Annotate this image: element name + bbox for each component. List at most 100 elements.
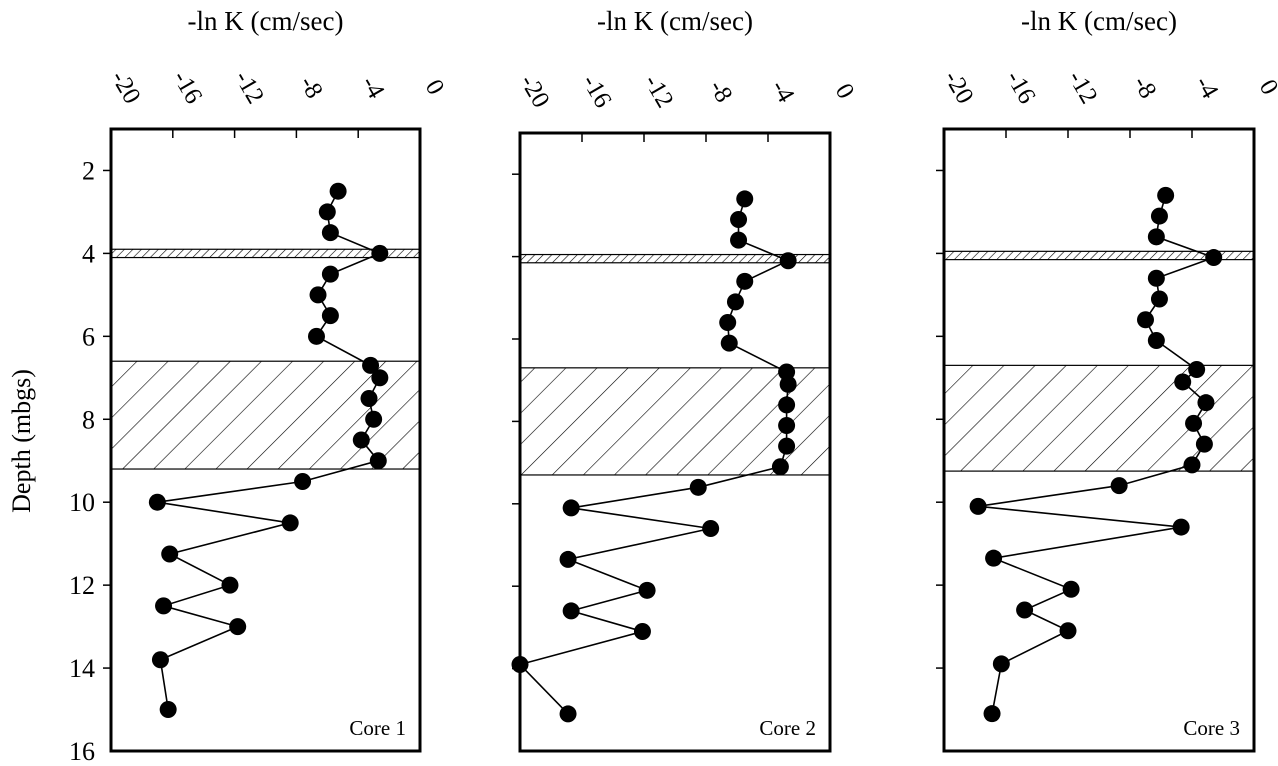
data-point-core-1 [321, 224, 339, 242]
data-point-core-2 [779, 252, 797, 270]
data-point-core-3 [1205, 249, 1223, 267]
series-core-1 [148, 182, 389, 719]
layer-band-core-3 [943, 364, 1255, 472]
data-point-core-1 [352, 431, 370, 449]
data-point-core-1 [365, 410, 383, 428]
data-point-core-1 [321, 307, 339, 325]
data-point-core-2 [702, 520, 720, 538]
data-point-core-2 [778, 396, 796, 414]
data-point-core-3 [1110, 477, 1128, 495]
x-tick-label-core-2: -4 [766, 75, 800, 107]
y-tick-label-core-1: 12 [69, 571, 95, 600]
data-point-core-3 [1150, 290, 1168, 308]
data-point-core-3 [1183, 456, 1201, 474]
data-point-core-3 [1147, 228, 1165, 246]
plot-frame-core-1 [109, 127, 422, 753]
data-point-core-3 [1147, 269, 1165, 287]
x-tick-label-core-3: 0 [1254, 75, 1278, 99]
data-point-core-1 [159, 701, 177, 719]
data-point-core-1 [161, 545, 179, 563]
data-point-core-1 [329, 182, 347, 200]
x-tick-label-core-2: -12 [638, 70, 678, 112]
data-point-core-1 [360, 390, 378, 408]
data-point-core-2 [633, 623, 651, 641]
plot-frame-core-3 [942, 127, 1256, 753]
data-point-core-2 [778, 437, 796, 455]
series-core-2 [511, 190, 797, 723]
x-tick-label-core-1: -4 [356, 71, 390, 103]
y-tick-label-core-1: 10 [69, 488, 95, 517]
y-tick-label-core-1: 4 [82, 239, 95, 268]
data-point-core-2 [562, 602, 580, 620]
x-tick-label-core-3: -12 [1062, 66, 1102, 108]
panel-label-core-2: Core 2 [759, 716, 816, 740]
data-point-core-3 [983, 705, 1001, 723]
x-axis-title-core-1: -ln K (cm/sec) [188, 6, 344, 36]
data-point-core-2 [730, 211, 748, 229]
data-point-core-3 [985, 549, 1003, 567]
data-point-core-2 [726, 293, 744, 311]
data-point-core-3 [1059, 622, 1077, 640]
data-point-core-2 [559, 705, 577, 723]
data-point-core-2 [562, 499, 580, 517]
data-point-core-1 [309, 286, 327, 304]
y-tick-label-core-1: 14 [69, 654, 95, 683]
layer-bands-core-2 [519, 253, 831, 476]
data-point-core-2 [638, 581, 656, 599]
panel-label-core-3: Core 3 [1183, 716, 1240, 740]
data-point-core-2 [730, 231, 748, 249]
data-point-core-3 [1174, 373, 1192, 391]
data-point-core-2 [720, 334, 738, 352]
data-point-core-3 [1172, 518, 1190, 536]
data-point-core-3 [1137, 311, 1154, 329]
data-point-core-1 [281, 514, 299, 532]
data-point-core-1 [307, 327, 325, 345]
layer-bands-core-3 [943, 250, 1255, 472]
x-tick-label-core-2: -20 [514, 70, 554, 112]
data-point-core-1 [294, 472, 312, 490]
data-point-core-1 [321, 265, 339, 283]
data-point-core-2 [736, 190, 754, 208]
data-point-core-1 [371, 369, 389, 387]
data-point-core-1 [221, 576, 239, 594]
data-point-core-3 [1195, 435, 1213, 453]
data-point-core-1 [318, 203, 336, 221]
data-point-core-3 [1062, 580, 1080, 598]
data-point-core-2 [736, 272, 754, 290]
plot-frame-core-2 [518, 131, 832, 753]
x-axis-title-core-2: -ln K (cm/sec) [597, 6, 753, 36]
y-tick-label-core-1: 8 [82, 405, 95, 434]
data-point-core-3 [1188, 361, 1206, 379]
data-point-core-2 [559, 550, 577, 568]
data-point-core-2 [689, 478, 707, 496]
y-tick-label-core-1: 16 [69, 737, 95, 766]
x-tick-label-core-1: 0 [420, 75, 450, 99]
data-point-core-1 [371, 244, 389, 262]
x-tick-label-core-2: -16 [576, 70, 616, 112]
data-point-core-3 [1197, 394, 1215, 412]
data-point-core-2 [778, 417, 796, 435]
x-axis-title-core-3: -ln K (cm/sec) [1021, 6, 1177, 36]
layer-band-core-2 [519, 367, 831, 476]
data-point-core-3 [992, 655, 1010, 673]
y-tick-label-core-1: 6 [82, 322, 95, 351]
data-point-core-1 [369, 452, 387, 470]
x-tick-label-core-1: -16 [167, 66, 207, 108]
data-point-core-2 [719, 314, 737, 332]
data-point-core-3 [1157, 186, 1175, 204]
data-point-core-3 [969, 497, 987, 515]
x-tick-label-core-1: -20 [105, 66, 145, 108]
x-tick-label-core-1: -12 [229, 66, 269, 108]
data-point-core-1 [229, 618, 247, 636]
x-tick-label-core-3: -16 [1000, 66, 1040, 108]
data-point-core-2 [779, 375, 797, 393]
series-core-3 [969, 186, 1223, 723]
data-point-core-1 [155, 597, 173, 615]
data-point-core-2 [771, 458, 789, 476]
data-point-core-1 [151, 651, 169, 669]
